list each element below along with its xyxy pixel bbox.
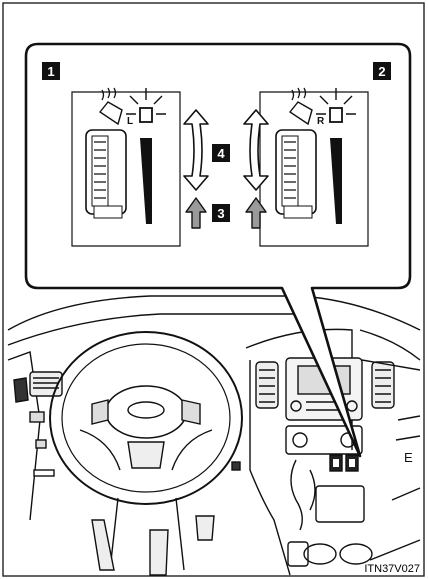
svg-text:E: E	[404, 450, 413, 465]
callout-label-2: 2	[373, 62, 391, 80]
callout-label-1: 1	[42, 62, 60, 80]
svg-text:3: 3	[217, 206, 224, 221]
svg-text:2: 2	[378, 64, 385, 79]
svg-text:R: R	[317, 116, 325, 127]
svg-text:1: 1	[47, 64, 54, 79]
svg-text:4: 4	[217, 146, 225, 161]
figure-code: ITN37V027	[364, 563, 420, 575]
right-seat-heater-switch: R	[260, 88, 368, 246]
callout-label-4: 4	[212, 144, 230, 162]
callout-label-3: 3	[212, 204, 230, 222]
svg-text:L: L	[127, 116, 133, 127]
left-seat-heater-switch: L	[72, 88, 180, 246]
